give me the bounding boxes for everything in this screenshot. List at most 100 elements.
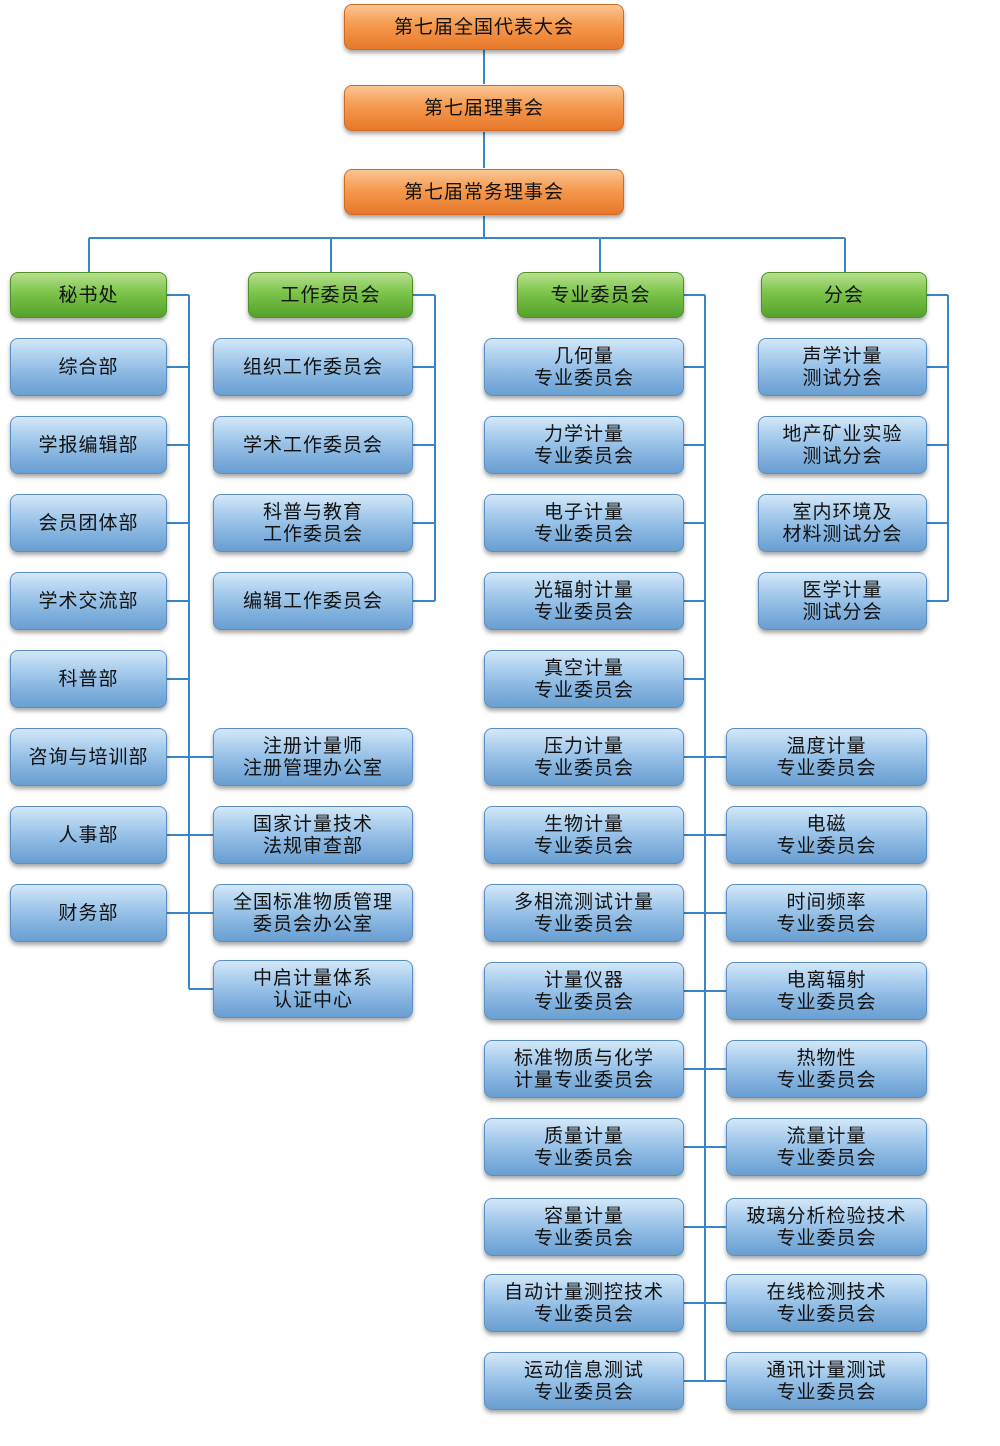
node-label: 综合部 (58, 356, 119, 378)
node-label-line1: 玻璃分析检验技术 (746, 1205, 907, 1227)
node-label-line1: 国家计量技术 (252, 813, 373, 835)
node-label-line1: 温度计量 (786, 735, 867, 757)
node-professional-committee: 多相流测试计量 专业委员会 (484, 884, 684, 942)
node-council: 第七届理事会 (344, 85, 624, 131)
node-general-dept: 综合部 (10, 338, 167, 396)
node-label-line2: 专业委员会 (776, 913, 877, 935)
node-professional-committee: 真空计量 专业委员会 (484, 650, 684, 708)
node-professional-committee: 运动信息测试 专业委员会 (484, 1352, 684, 1410)
node-office: 中启计量体系 认证中心 (213, 960, 413, 1018)
node-label-line2: 委员会办公室 (252, 913, 373, 935)
node-label-line2: 测试分会 (802, 601, 883, 623)
node-label: 第七届理事会 (423, 97, 544, 119)
node-label-line2: 专业委员会 (776, 991, 877, 1013)
node-label-line1: 生物计量 (543, 813, 624, 835)
node-label-line2: 专业委员会 (533, 523, 634, 545)
node-professional-committee: 标准物质与化学 计量专业委员会 (484, 1040, 684, 1098)
node-professional-committee: 电子计量 专业委员会 (484, 494, 684, 552)
node-branches: 分会 (761, 272, 927, 318)
node-label-line2: 专业委员会 (533, 679, 634, 701)
node-label-line2: 专业委员会 (533, 1147, 634, 1169)
node-label: 会员团体部 (38, 512, 139, 534)
node-work-committee: 科普与教育 工作委员会 (213, 494, 413, 552)
node-label: 组织工作委员会 (242, 356, 383, 378)
node-label: 学报编辑部 (38, 434, 139, 456)
node-professional-committee: 自动计量测控技术 专业委员会 (484, 1274, 684, 1332)
node-label-line1: 注册计量师 (262, 735, 363, 757)
node-label-line1: 通讯计量测试 (766, 1359, 887, 1381)
node-office: 国家计量技术 法规审查部 (213, 806, 413, 864)
node-label-line1: 自动计量测控技术 (503, 1281, 664, 1303)
node-label: 学术工作委员会 (242, 434, 383, 456)
node-work-committees: 工作委员会 (248, 272, 413, 318)
node-label-line2: 专业委员会 (533, 1303, 634, 1325)
node-label: 秘书处 (58, 284, 119, 306)
node-label-line1: 电磁 (806, 813, 847, 835)
node-professional-committee: 光辐射计量 专业委员会 (484, 572, 684, 630)
node-work-committee: 组织工作委员会 (213, 338, 413, 396)
node-label-line1: 在线检测技术 (766, 1281, 887, 1303)
node-label-line2: 计量专业委员会 (513, 1069, 654, 1091)
node-member-dept: 会员团体部 (10, 494, 167, 552)
node-label-line2: 专业委员会 (533, 367, 634, 389)
node-label: 专业委员会 (550, 284, 651, 306)
node-professional-committee: 质量计量 专业委员会 (484, 1118, 684, 1176)
node-label-line2: 专业委员会 (776, 835, 877, 857)
node-label: 编辑工作委员会 (242, 590, 383, 612)
node-professional-committee: 压力计量 专业委员会 (484, 728, 684, 786)
node-label-line2: 专业委员会 (533, 913, 634, 935)
node-label-line2: 法规审查部 (262, 835, 363, 857)
node-professional-committee: 电磁 专业委员会 (726, 806, 927, 864)
node-label-line2: 专业委员会 (533, 991, 634, 1013)
node-label-line1: 多相流测试计量 (513, 891, 654, 913)
node-branch: 地产矿业实验 测试分会 (758, 416, 927, 474)
node-label-line1: 电离辐射 (786, 969, 867, 991)
node-label-line1: 计量仪器 (543, 969, 624, 991)
node-label-line1: 声学计量 (802, 345, 883, 367)
node-label-line1: 时间频率 (786, 891, 867, 913)
node-label-line1: 标准物质与化学 (513, 1047, 654, 1069)
node-label-line1: 科普与教育 (262, 501, 363, 523)
node-label-line2: 专业委员会 (776, 1069, 877, 1091)
node-label-line2: 测试分会 (802, 367, 883, 389)
node-label-line1: 几何量 (553, 345, 614, 367)
node-label-line2: 专业委员会 (533, 835, 634, 857)
node-academic-dept: 学术交流部 (10, 572, 167, 630)
node-label-line1: 地产矿业实验 (782, 423, 903, 445)
node-label: 咨询与培训部 (28, 746, 149, 768)
node-professional-committee: 温度计量 专业委员会 (726, 728, 927, 786)
node-label-line2: 注册管理办公室 (242, 757, 383, 779)
node-professional-committee: 玻璃分析检验技术 专业委员会 (726, 1198, 927, 1256)
node-standing-council: 第七届常务理事会 (344, 169, 624, 215)
node-secretariat: 秘书处 (10, 272, 167, 318)
node-label-line1: 热物性 (796, 1047, 857, 1069)
node-label-line2: 专业委员会 (776, 1147, 877, 1169)
node-label-line2: 专业委员会 (533, 601, 634, 623)
node-professional-committee: 热物性 专业委员会 (726, 1040, 927, 1098)
node-label-line1: 室内环境及 (792, 501, 893, 523)
node-label-line2: 专业委员会 (776, 1227, 877, 1249)
node-label: 科普部 (58, 668, 119, 690)
node-label-line1: 医学计量 (802, 579, 883, 601)
node-professional-committee: 时间频率 专业委员会 (726, 884, 927, 942)
node-label-line2: 专业委员会 (776, 757, 877, 779)
node-professional-committee: 计量仪器 专业委员会 (484, 962, 684, 1020)
node-label-line1: 质量计量 (543, 1125, 624, 1147)
node-national-congress: 第七届全国代表大会 (344, 4, 624, 50)
node-label-line2: 专业委员会 (776, 1303, 877, 1325)
node-label-line2: 认证中心 (272, 989, 353, 1011)
node-finance-dept: 财务部 (10, 884, 167, 942)
node-label: 工作委员会 (280, 284, 381, 306)
node-label: 财务部 (58, 902, 119, 924)
node-label-line2: 工作委员会 (262, 523, 363, 545)
node-label-line1: 中启计量体系 (252, 967, 373, 989)
node-work-committee: 学术工作委员会 (213, 416, 413, 474)
node-label-line2: 专业委员会 (776, 1381, 877, 1403)
node-label-line2: 专业委员会 (533, 1381, 634, 1403)
node-label-line1: 容量计量 (543, 1205, 624, 1227)
node-branch: 室内环境及 材料测试分会 (758, 494, 927, 552)
node-professional-committee: 几何量 专业委员会 (484, 338, 684, 396)
node-office: 全国标准物质管理 委员会办公室 (213, 884, 413, 942)
node-office: 注册计量师 注册管理办公室 (213, 728, 413, 786)
node-label-line2: 测试分会 (802, 445, 883, 467)
